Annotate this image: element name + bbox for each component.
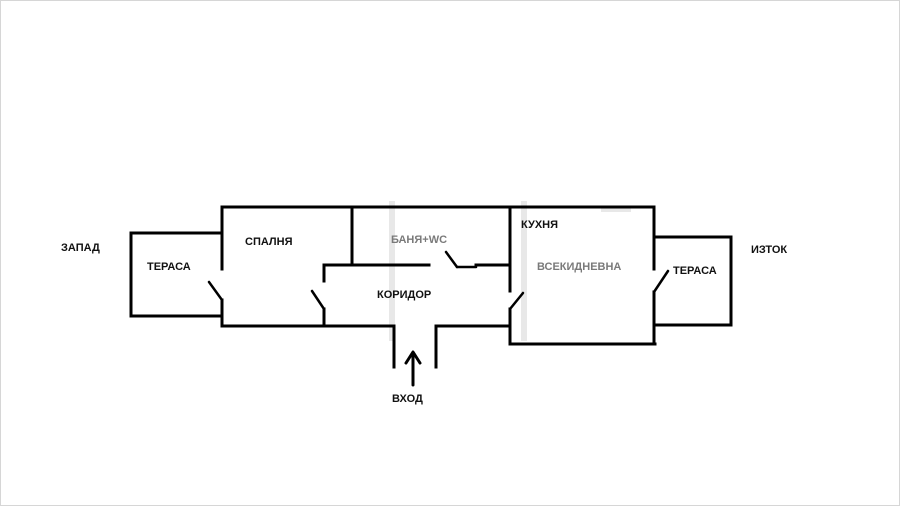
entrance-arrow-head bbox=[404, 350, 422, 365]
room-label-terrace-left: ТЕРАСА bbox=[147, 261, 191, 273]
door-bathroom bbox=[444, 250, 459, 269]
entrance-arrow bbox=[404, 350, 422, 387]
room-label-living-room: ВСЕКИДНЕВНА bbox=[537, 261, 622, 273]
room-label-bedroom: СПАЛНЯ bbox=[245, 236, 293, 248]
room-label-bathroom: БАНЯ+WC bbox=[391, 234, 448, 246]
entrance-label: ВХОД bbox=[392, 393, 423, 405]
door-bedroom-corridor bbox=[310, 289, 326, 311]
wall-terrace-left bbox=[129, 231, 224, 318]
room-label-kitchen: КУХНЯ bbox=[521, 219, 559, 231]
door-living-corridor bbox=[508, 291, 525, 311]
door-living-terrace bbox=[652, 269, 670, 294]
compass-west-label: ЗАПАД bbox=[61, 242, 100, 254]
walls bbox=[129, 205, 733, 369]
room-label-corridor: КОРИДОР bbox=[377, 289, 432, 301]
doors bbox=[207, 250, 670, 311]
door-bedroom-terrace bbox=[207, 280, 224, 302]
watermark bbox=[389, 201, 631, 341]
room-label-terrace-right: ТЕРАСА bbox=[673, 265, 717, 277]
compass-east-label: ИЗТОК bbox=[751, 244, 788, 256]
wall-terrace-right bbox=[652, 235, 733, 327]
